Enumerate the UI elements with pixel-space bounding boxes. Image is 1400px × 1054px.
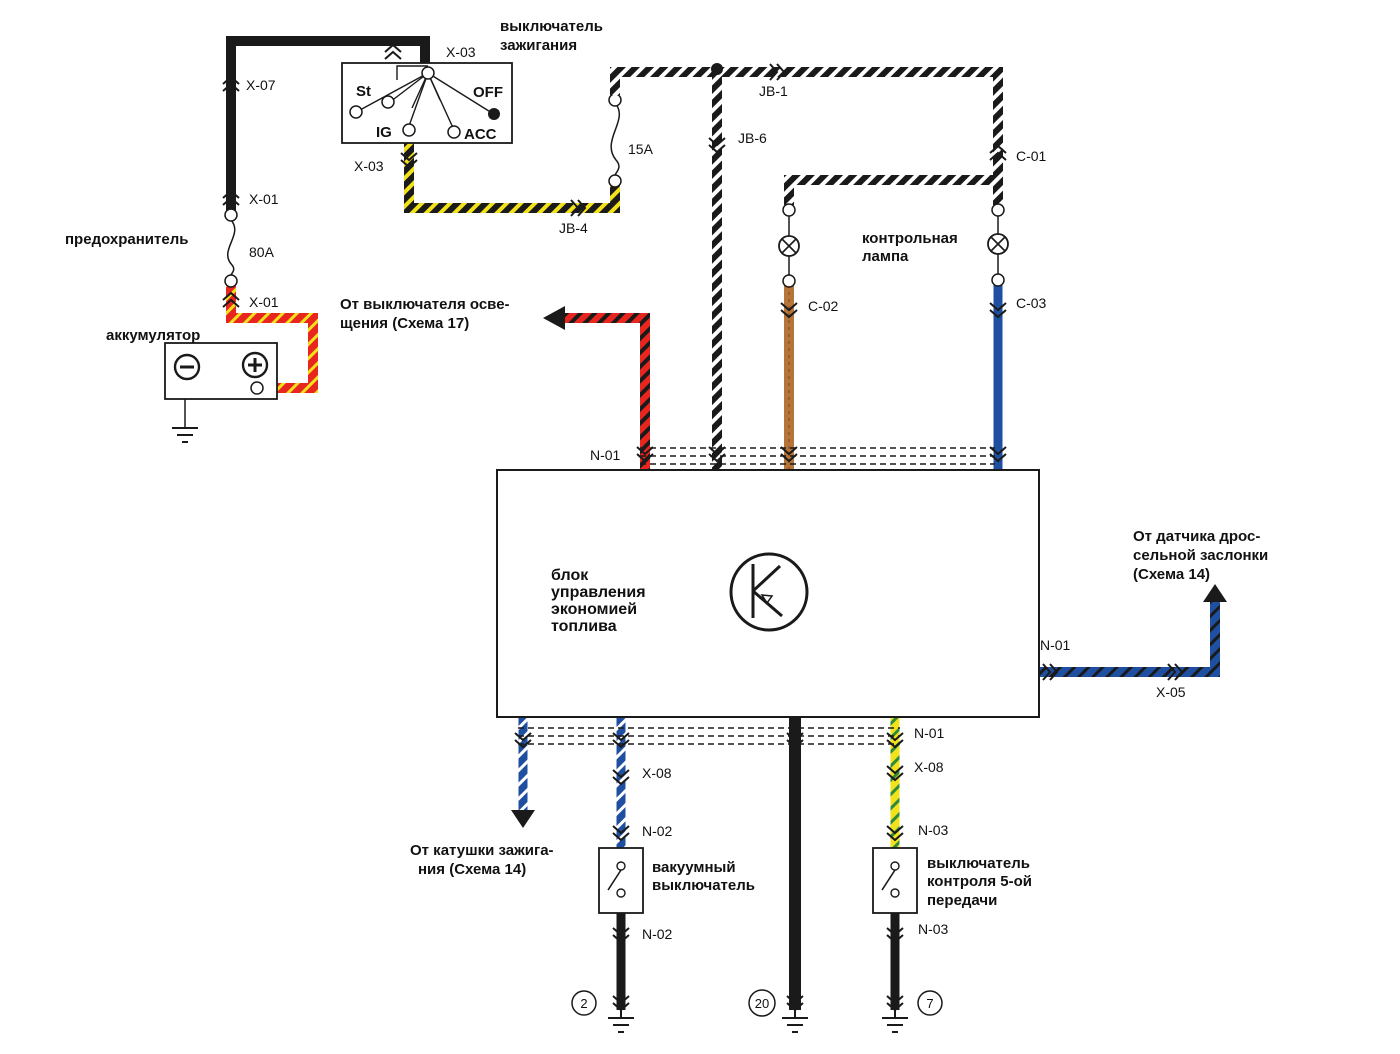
fuse-15a-icon bbox=[608, 93, 622, 188]
connector-n01-top: N-01 bbox=[590, 447, 621, 463]
arrow-down-icon bbox=[511, 810, 535, 828]
connector-x08-right: X-08 bbox=[914, 759, 944, 775]
arrow-left-icon bbox=[543, 306, 565, 330]
vacuum-switch-label-2: выключатель bbox=[652, 877, 755, 894]
off-terminal-icon bbox=[488, 108, 500, 120]
ignition-switch: St IG OFF ACC bbox=[341, 62, 513, 144]
ignition-off-label: OFF bbox=[473, 84, 503, 101]
connector-n02-upper: N-02 bbox=[642, 823, 673, 839]
ground-ref-7: 7 bbox=[926, 996, 933, 1011]
connector-jb4: JB-4 bbox=[559, 220, 588, 236]
fuse-80a-icon bbox=[224, 208, 238, 288]
lighting-switch-label-2: щения (Схема 17) bbox=[340, 315, 469, 332]
connector-c02: C-02 bbox=[808, 298, 839, 314]
connector-x07: X-07 bbox=[246, 77, 276, 93]
fifth-gear-switch-label: выключатель bbox=[927, 855, 1030, 872]
connector-n01-bottom: N-01 bbox=[914, 725, 945, 741]
connector-c03: C-03 bbox=[1016, 295, 1047, 311]
connector-n03-lower: N-03 bbox=[918, 921, 949, 937]
ecu-label-3: экономией bbox=[551, 601, 637, 618]
ground-icon bbox=[172, 427, 198, 443]
connector-n01-right: N-01 bbox=[1040, 637, 1071, 653]
lamp-icon bbox=[987, 203, 1009, 287]
lighting-switch-label: От выключателя осве- bbox=[340, 296, 510, 313]
battery-label: аккумулятор bbox=[106, 327, 200, 344]
ignition-switch-title: выключатель bbox=[500, 18, 603, 35]
harness-top bbox=[640, 447, 995, 465]
ground-icon bbox=[882, 1010, 908, 1033]
ecu-label-4: топлива bbox=[551, 618, 617, 635]
ground-icon bbox=[608, 1010, 634, 1033]
wire-lighting-switch bbox=[565, 313, 650, 470]
warning-lamp-label-2: лампа bbox=[862, 248, 909, 265]
ignition-acc-label: ACC bbox=[464, 126, 497, 143]
connector-x05: X-05 bbox=[1156, 684, 1186, 700]
ignition-ig-label: IG bbox=[376, 124, 392, 141]
fuse-15a-rating: 15A bbox=[628, 141, 654, 157]
connector-x03-top: X-03 bbox=[446, 44, 476, 60]
ignition-coil-label: От катушки зажига- bbox=[410, 842, 554, 859]
throttle-sensor-label-2: сельной заслонки bbox=[1133, 547, 1268, 564]
fuse-label: предохранитель bbox=[65, 231, 188, 248]
battery bbox=[164, 342, 278, 428]
junction-dot bbox=[711, 63, 723, 75]
connector-n03-upper: N-03 bbox=[918, 822, 949, 838]
vacuum-switch bbox=[598, 847, 644, 914]
ignition-switch-title-2: зажигания bbox=[500, 37, 577, 54]
ecu-label: блок bbox=[551, 567, 589, 584]
ground-icon bbox=[782, 1010, 808, 1033]
wire-ig-jb4 bbox=[404, 140, 620, 213]
harness-bottom bbox=[518, 727, 900, 745]
throttle-sensor-label-3: (Схема 14) bbox=[1133, 566, 1210, 583]
connector-x03-bottom: X-03 bbox=[354, 158, 384, 174]
vacuum-switch-label: вакуумный bbox=[652, 859, 736, 876]
wire-jb1 bbox=[610, 67, 1003, 205]
ecu-symbol-icon bbox=[729, 552, 809, 632]
arrow-up-icon bbox=[1203, 584, 1227, 602]
connector-c01: C-01 bbox=[1016, 148, 1047, 164]
fuse-rating: 80A bbox=[249, 244, 275, 260]
connector-n02-lower: N-02 bbox=[642, 926, 673, 942]
connector-x01-lower: X-01 bbox=[249, 294, 279, 310]
wire-battery-to-ignition bbox=[226, 36, 430, 212]
ground-ref-2: 2 bbox=[580, 996, 587, 1011]
fifth-gear-switch-label-2: контроля 5-ой bbox=[927, 873, 1032, 890]
connector-x08-left: X-08 bbox=[642, 765, 672, 781]
ecu-box bbox=[496, 469, 1040, 718]
lamp-icon bbox=[778, 203, 800, 288]
wire-c01-left-lamp bbox=[784, 175, 998, 205]
connector-jb1: JB-1 bbox=[759, 83, 788, 99]
wire-throttle-sensor bbox=[1040, 602, 1220, 677]
ground-ref-20: 20 bbox=[755, 996, 769, 1011]
connector-jb6: JB-6 bbox=[738, 130, 767, 146]
connector-marks bbox=[222, 43, 1184, 1012]
warning-lamp-label: контрольная bbox=[862, 230, 958, 247]
fifth-gear-switch bbox=[872, 847, 918, 914]
connector-x01-upper: X-01 bbox=[249, 191, 279, 207]
fifth-gear-switch-label-3: передачи bbox=[927, 892, 997, 909]
ignition-st-label: St bbox=[356, 83, 371, 100]
ignition-coil-label-2: ния (Схема 14) bbox=[418, 861, 526, 878]
wire-battery-red bbox=[226, 285, 318, 393]
ecu-label-2: управления bbox=[551, 584, 646, 601]
throttle-sensor-label: От датчика дрос- bbox=[1133, 528, 1260, 545]
